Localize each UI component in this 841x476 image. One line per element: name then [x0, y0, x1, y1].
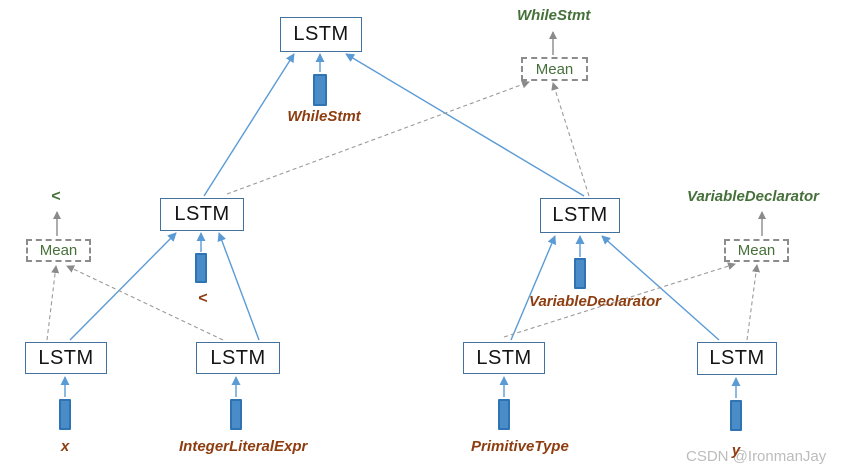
lstm-leaf1-label: LSTM	[38, 346, 94, 369]
embedding-bar-leaf4	[730, 400, 742, 431]
dashed-right-lstm-to-top-mean	[551, 82, 590, 197]
lstm-leaf2-label: LSTM	[210, 346, 266, 369]
mean-top: Mean	[521, 57, 588, 81]
dashed-leaf3-to-right-mean	[503, 262, 736, 338]
arrow-leaf3-lstm-to-right-lstm	[510, 235, 557, 341]
lstm-left-subtree: LSTM	[160, 198, 244, 231]
embedding-bar-leaf2	[230, 399, 242, 430]
mean-left-label: Mean	[39, 242, 78, 259]
embedding-label-leaf2: IntegerLiteralExpr	[179, 438, 308, 455]
dashed-leaf1-to-left-mean	[46, 265, 60, 341]
lstm-leaf-y: LSTM	[697, 342, 777, 375]
embedding-label-leaf4: y	[731, 442, 741, 459]
embedding-bar-right	[574, 258, 586, 289]
lstm-right-label: LSTM	[552, 204, 608, 226]
lstm-root: LSTM	[280, 17, 362, 52]
dashed-left-lstm-to-top-mean	[226, 80, 530, 195]
watermark: CSDN @IronmanJay	[686, 448, 827, 465]
mean-left: Mean	[26, 239, 91, 262]
output-label-left: <	[51, 188, 61, 205]
embedding-bar-leaf1	[59, 399, 71, 430]
embedding-label-left: <	[198, 290, 208, 307]
arrow-leaf1-lstm-to-left-lstm	[69, 232, 177, 341]
embedding-label-right: VariableDeclarator	[529, 293, 662, 310]
lstm-leaf-x: LSTM	[25, 342, 107, 374]
embedding-bar-leaf3	[498, 399, 510, 430]
embedding-bar-root	[313, 74, 327, 106]
lstm-leaf-primitivetype: LSTM	[463, 342, 545, 374]
mean-right-label: Mean	[737, 242, 776, 259]
dashed-leaf2-to-left-mean	[66, 265, 224, 341]
output-label-right: VariableDeclarator	[687, 188, 820, 205]
lstm-root-label: LSTM	[293, 23, 349, 45]
lstm-leaf3-label: LSTM	[476, 346, 532, 369]
lstm-left-label: LSTM	[174, 203, 230, 225]
arrow-leaf2-lstm-to-left-lstm	[217, 232, 260, 341]
embedding-bar-left	[195, 253, 207, 283]
arrow-left-lstm-to-root-lstm	[203, 53, 295, 197]
lstm-leaf-integerliteralexpr: LSTM	[196, 342, 280, 374]
output-label-top: WhileStmt	[517, 7, 591, 24]
mean-right: Mean	[724, 239, 789, 262]
embedding-label-leaf1: x	[60, 438, 70, 455]
lstm-right-subtree: LSTM	[540, 198, 620, 233]
embedding-label-leaf3: PrimitiveType	[471, 438, 569, 455]
arrow-right-lstm-to-root-lstm	[345, 53, 585, 197]
embedding-label-root: WhileStmt	[287, 108, 361, 125]
dashed-leaf4-to-right-mean	[746, 264, 761, 341]
mean-top-label: Mean	[535, 60, 574, 78]
lstm-leaf4-label: LSTM	[709, 347, 765, 369]
